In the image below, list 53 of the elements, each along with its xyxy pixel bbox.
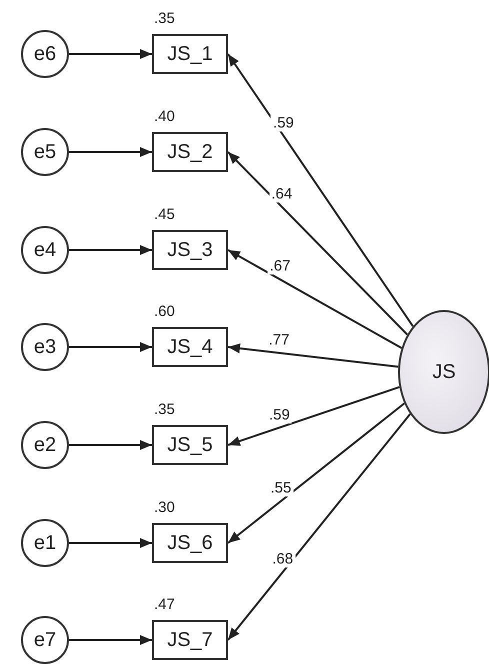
node-label: e6 — [34, 42, 56, 66]
node-label: JS_5 — [167, 434, 213, 456]
edge-label: .64 — [269, 185, 294, 202]
r-squared-label: .45 — [154, 206, 175, 223]
arrow — [69, 245, 152, 255]
arrow — [227, 413, 411, 641]
arrow — [228, 249, 402, 349]
node-label: JS_2 — [167, 140, 213, 164]
node-label: JS_6 — [167, 532, 213, 554]
arrow — [69, 147, 152, 157]
error-circle — [21, 421, 69, 469]
indicator-box — [152, 523, 228, 563]
arrow — [227, 53, 414, 327]
r-squared-label: .35 — [154, 401, 175, 418]
node-label: JS_7 — [167, 628, 213, 652]
error-circle — [21, 616, 69, 664]
error-circle — [21, 128, 69, 176]
error-circle — [21, 323, 69, 371]
edge-label: .59 — [271, 114, 296, 132]
arrow — [69, 635, 152, 645]
node-label: JS_4 — [167, 336, 213, 358]
arrow — [228, 386, 400, 446]
r-squared-label: .35 — [154, 10, 175, 27]
edge-label: .67 — [268, 258, 292, 275]
node-label: JS_1 — [167, 42, 213, 66]
arrow — [227, 151, 408, 336]
node-label: e7 — [34, 628, 56, 652]
arrow — [69, 440, 152, 450]
arrow — [69, 342, 152, 352]
r-squared-label: .60 — [154, 303, 175, 320]
node-label: e2 — [34, 434, 56, 456]
node-label: JS — [432, 360, 456, 384]
node-label: e3 — [34, 336, 56, 358]
r-squared-label: .30 — [154, 499, 175, 516]
node-label: e1 — [34, 532, 56, 554]
arrow — [69, 49, 152, 59]
error-circle — [21, 226, 69, 274]
arrow — [69, 538, 152, 548]
node-label: e5 — [34, 140, 56, 164]
indicator-box — [152, 425, 228, 465]
error-circle — [21, 30, 69, 78]
indicator-box — [152, 34, 228, 74]
arrow — [227, 402, 405, 544]
indicator-box — [152, 230, 228, 270]
indicator-box — [152, 132, 228, 172]
r-squared-label: .40 — [154, 108, 175, 125]
error-circle — [21, 519, 69, 567]
indicator-box — [152, 327, 228, 367]
node-label: e4 — [34, 238, 56, 262]
node-label: JS_3 — [167, 238, 213, 262]
arrow — [228, 343, 398, 368]
r-squared-label: .47 — [154, 596, 175, 613]
indicator-box — [152, 620, 228, 660]
